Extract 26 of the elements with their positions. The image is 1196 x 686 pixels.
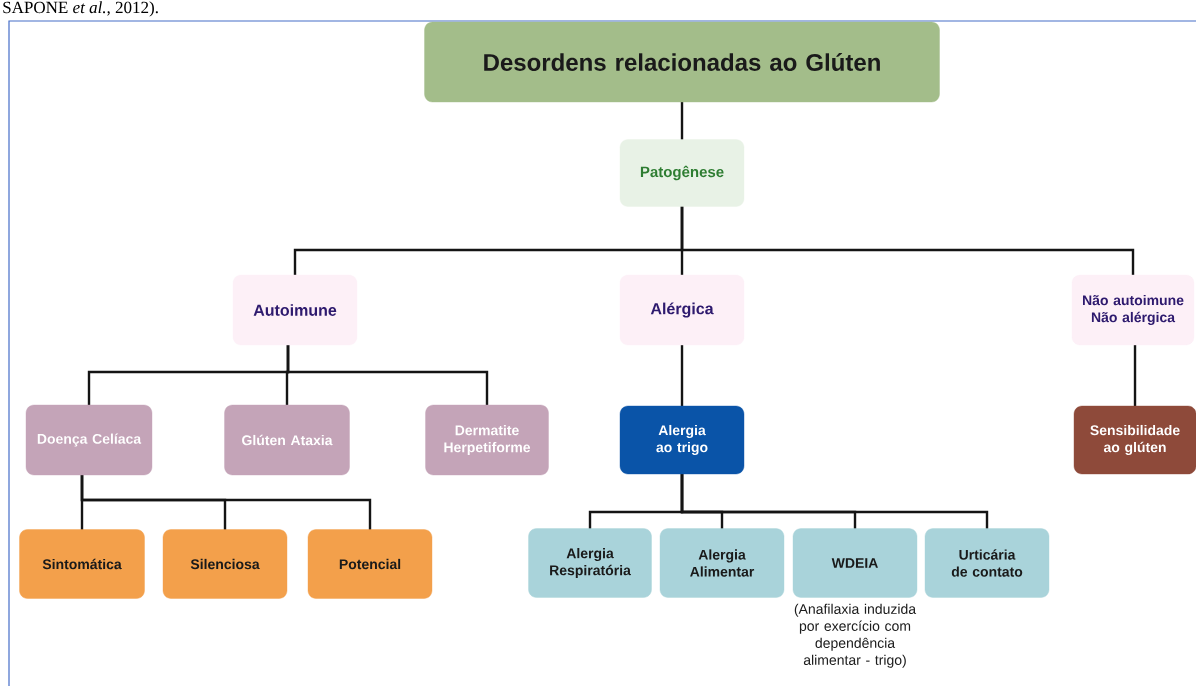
disorder-box: Glúten Ataxia [224,404,350,476]
disorder-box: Dermatite Herpetiforme [425,404,549,476]
title-box: Desordens relacionadas ao Glúten [424,21,940,103]
form-box: Silenciosa [162,529,288,599]
citation-text: SAPONE et al., 2012). [3,1,158,17]
note-text: (Anafilaxia induzida por exercício com dependência alimentar - trigo) [794,603,917,668]
connector-line [680,472,989,530]
connector-line [286,343,489,407]
connector-line [680,205,1135,277]
form-box: Potencial [307,529,433,599]
connector-line [680,343,684,408]
connector-line [680,100,684,141]
category-box: Alérgica [619,274,745,346]
connector-line [1133,343,1137,408]
category-box: Não autoimune Não alérgica [1071,274,1195,346]
disorder-box: Alergia ao trigo [619,405,745,475]
type-box: Alergia Respiratória [528,528,652,598]
disorder-box: Doença Celíaca [25,404,153,476]
type-box: Alergia Alimentar [659,528,785,598]
type-box: Urticária de contato [924,528,1050,598]
category-box: Patogênese [619,139,745,207]
connector-line [80,473,372,531]
form-box: Sintomática [19,529,145,599]
type-box: WDEIA [792,528,918,598]
category-box: Autoimune [232,274,358,346]
disorder-box: Sensibilidade ao glúten [1073,405,1196,475]
